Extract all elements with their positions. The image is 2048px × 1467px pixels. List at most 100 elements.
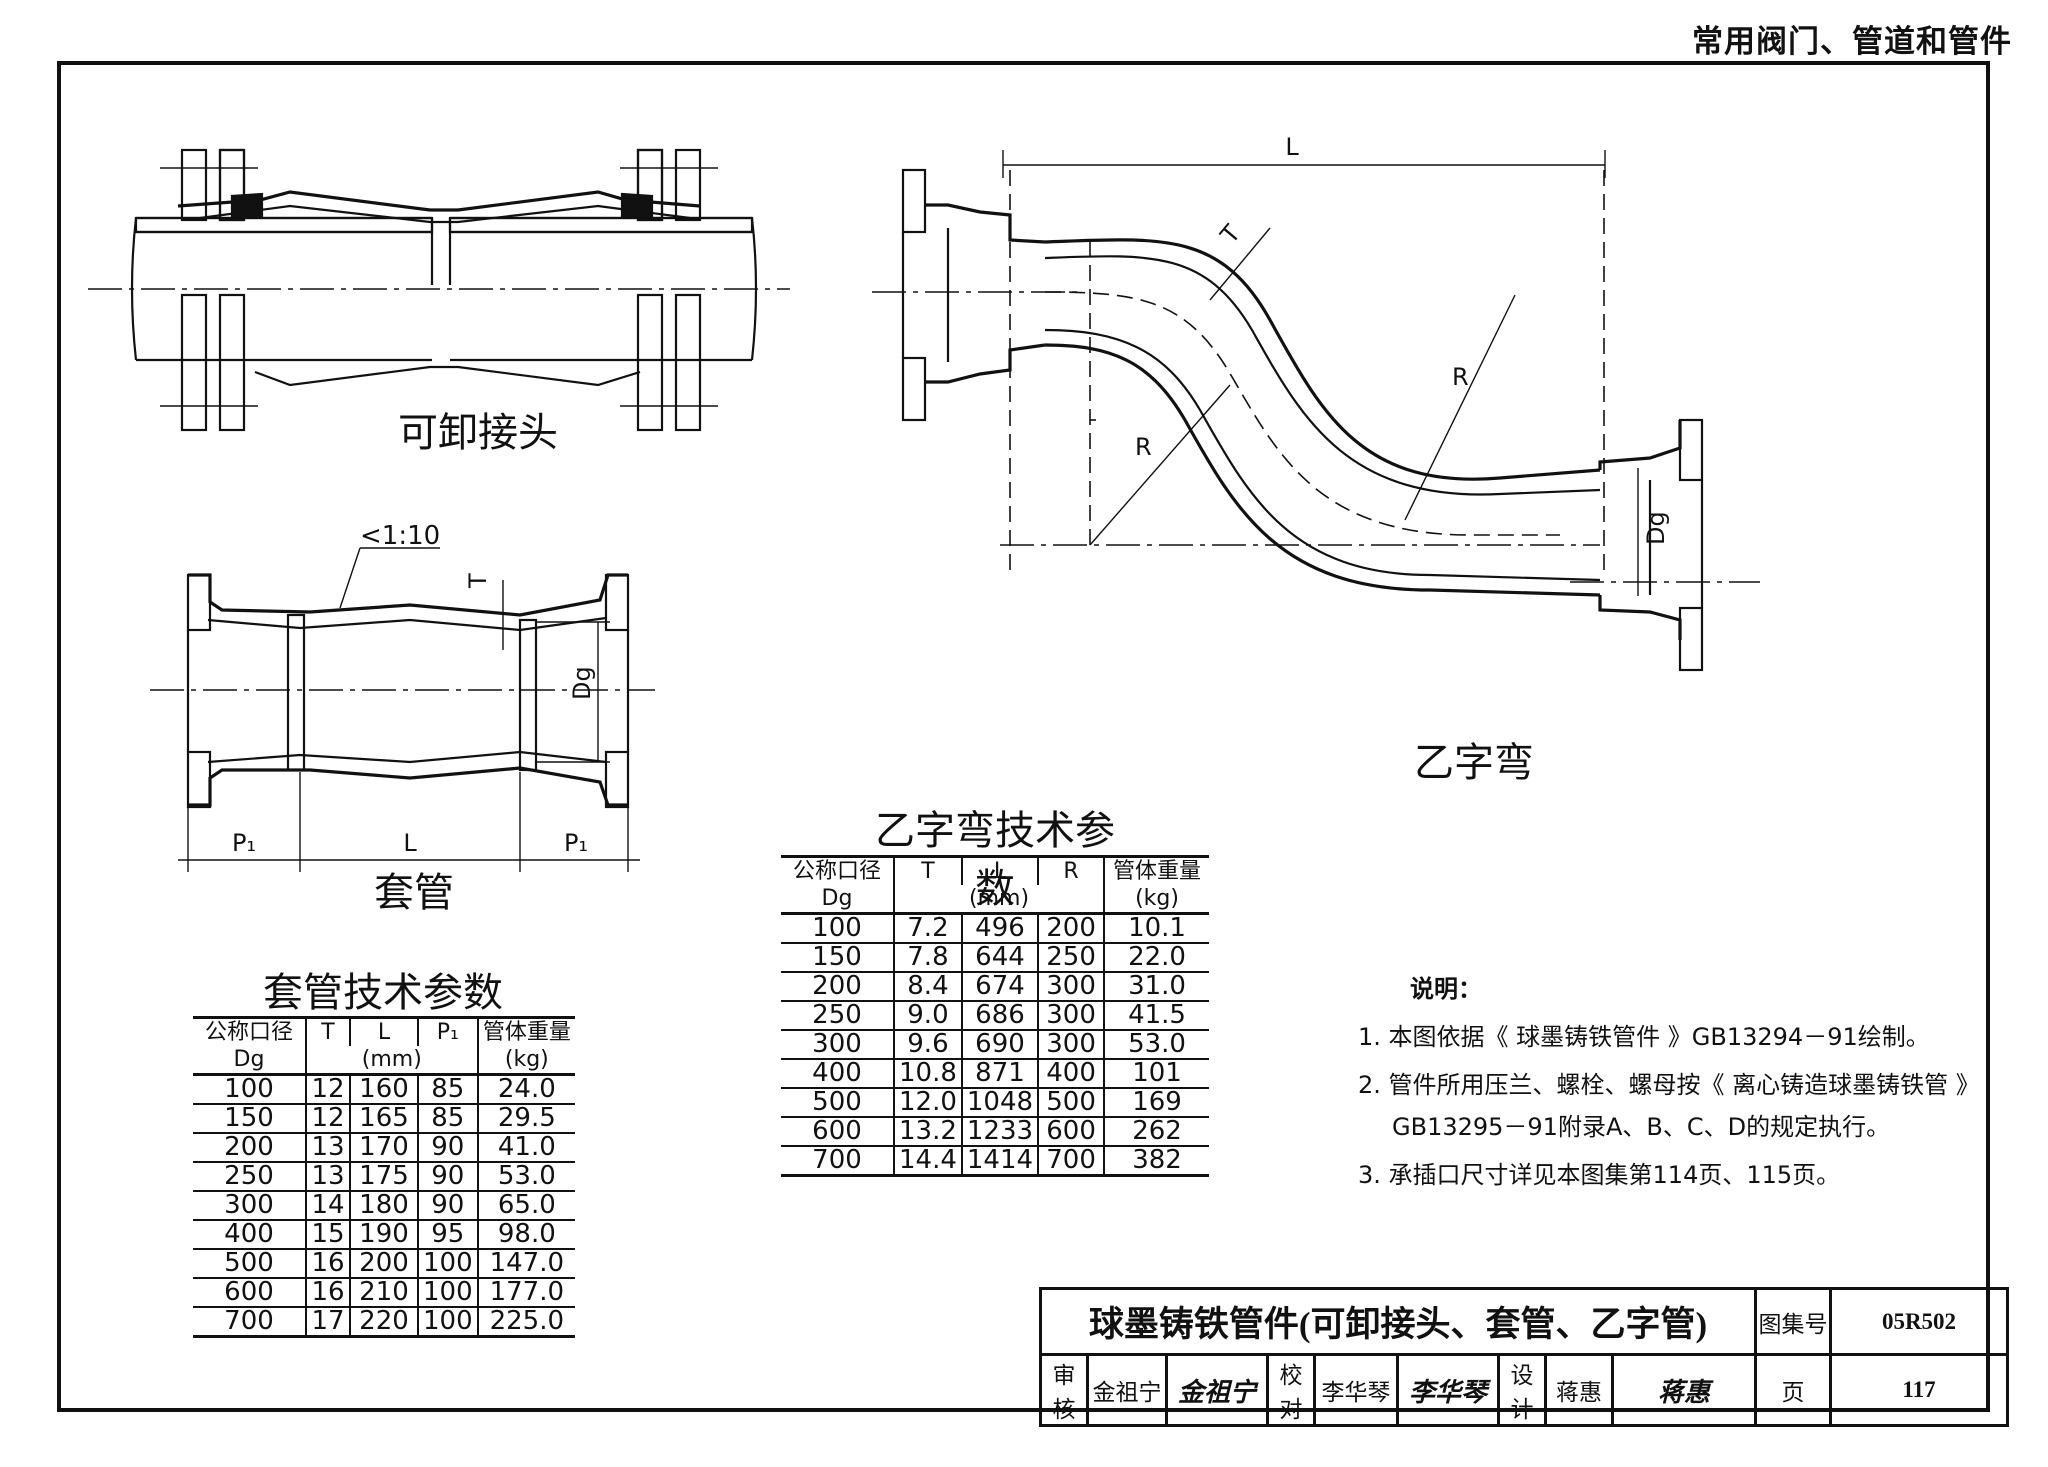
subheader-mm: (mm): [892, 885, 1106, 915]
table-cell: 250: [193, 1162, 307, 1192]
note-item-2-cont: GB13295－91附录A、B、C、D的规定执行。: [1392, 1113, 1891, 1141]
table-cell: 169: [1103, 1088, 1209, 1118]
table-cell: 31.0: [1103, 972, 1209, 1002]
table-cell: 101: [1103, 1059, 1209, 1089]
table-cell: 13: [305, 1133, 351, 1163]
table-cell: 500: [1037, 1088, 1106, 1118]
table-cell: 674: [960, 972, 1040, 1002]
table-cell: 41.0: [476, 1133, 575, 1163]
table-cell: 262: [1103, 1117, 1209, 1147]
table-cell: 90: [417, 1191, 479, 1221]
table-cell: 16: [305, 1278, 351, 1308]
table-cell: 9.6: [893, 1030, 963, 1060]
table-cell: 165: [349, 1104, 419, 1134]
table-cell: 17: [305, 1307, 351, 1338]
table-cell: 400: [1037, 1059, 1106, 1089]
table-cell: 65.0: [476, 1191, 575, 1221]
table-cell: 41.5: [1103, 1001, 1209, 1031]
table-cell: 700: [1037, 1146, 1106, 1177]
offset-drawing: [872, 150, 1760, 672]
table-cell: 600: [781, 1117, 895, 1147]
col-header-r: R: [1037, 855, 1106, 885]
table-cell: 147.0: [476, 1249, 575, 1279]
table-cell: 686: [960, 1001, 1040, 1031]
designer-name: 蒋惠: [1544, 1353, 1614, 1427]
table-cell: 150: [193, 1104, 307, 1134]
table-cell: 100: [417, 1249, 479, 1279]
table-cell: 700: [781, 1146, 895, 1177]
sleeve-T-label: T: [464, 573, 492, 589]
subheader-dg: Dg: [193, 1046, 307, 1076]
sleeve-Dg-label: Dg: [568, 666, 596, 700]
note-item-1: 1. 本图依据《 球墨铸铁管件 》GB13294－91绘制。: [1358, 1023, 1930, 1051]
offset-R-right-label: R: [1452, 363, 1469, 391]
table-cell: 7.8: [893, 943, 963, 973]
table-cell: 15: [305, 1220, 351, 1250]
table-cell: 160: [349, 1074, 419, 1105]
table-cell: 10.8: [893, 1059, 963, 1089]
table-cell: 98.0: [476, 1220, 575, 1250]
table-cell: 90: [417, 1162, 479, 1192]
table-cell: 300: [1037, 1001, 1106, 1031]
taper-label: <1:10: [360, 521, 440, 551]
table-cell: 300: [1037, 972, 1106, 1002]
table-cell: 12: [305, 1104, 351, 1134]
table-cell: 300: [781, 1030, 895, 1060]
title-block: 球墨铸铁管件(可卸接头、套管、乙字管) 图集号 05R502 审核 金祖宁 金祖…: [1039, 1287, 2009, 1427]
notes-heading: 说明：: [1410, 975, 1482, 1003]
sleeve-drawing: [150, 547, 655, 872]
table-cell: 12.0: [893, 1088, 963, 1118]
col-header-p1: P₁: [417, 1016, 479, 1046]
table-cell: 500: [193, 1249, 307, 1279]
table-cell: 644: [960, 943, 1040, 973]
table-cell: 200: [781, 972, 895, 1002]
sleeve-P1-right-label: P₁: [564, 829, 588, 857]
table-cell: 8.4: [893, 972, 963, 1002]
table-cell: 1048: [960, 1088, 1040, 1118]
table-cell: 177.0: [476, 1278, 575, 1308]
table-cell: 250: [1037, 943, 1106, 973]
checker-signature: 李华琴: [1396, 1353, 1500, 1427]
table-cell: 85: [417, 1074, 479, 1105]
table-cell: 190: [349, 1220, 419, 1250]
header-category: 常用阀门、管道和管件: [1692, 24, 2012, 60]
page-label: 页: [1754, 1353, 1832, 1427]
sleeve-caption: 套管: [374, 870, 454, 916]
table-cell: 220: [349, 1307, 419, 1338]
table-cell: 12: [305, 1074, 351, 1105]
table-cell: 53.0: [476, 1162, 575, 1192]
offset-Dg-label: Dg: [1642, 511, 1670, 545]
col-header-l: L: [349, 1016, 419, 1046]
col-header-t: T: [305, 1016, 351, 1046]
table-cell: 16: [305, 1249, 351, 1279]
table-cell: 1414: [960, 1146, 1040, 1177]
offset-R-left-label: R: [1135, 433, 1152, 461]
table-cell: 100: [417, 1278, 479, 1308]
table-cell: 170: [349, 1133, 419, 1163]
table-cell: 13.2: [893, 1117, 963, 1147]
checker-name: 李华琴: [1313, 1353, 1399, 1427]
table-cell: 7.2: [893, 913, 963, 944]
table-cell: 14: [305, 1191, 351, 1221]
table-cell: 9.0: [893, 1001, 963, 1031]
table-cell: 100: [193, 1074, 307, 1105]
table-cell: 180: [349, 1191, 419, 1221]
table-cell: 225.0: [476, 1307, 575, 1338]
table-cell: 250: [781, 1001, 895, 1031]
table-cell: 53.0: [1103, 1030, 1209, 1060]
table-cell: 13: [305, 1162, 351, 1192]
coupling-caption: 可卸接头: [398, 410, 558, 456]
designer-signature: 蒋惠: [1611, 1353, 1757, 1427]
